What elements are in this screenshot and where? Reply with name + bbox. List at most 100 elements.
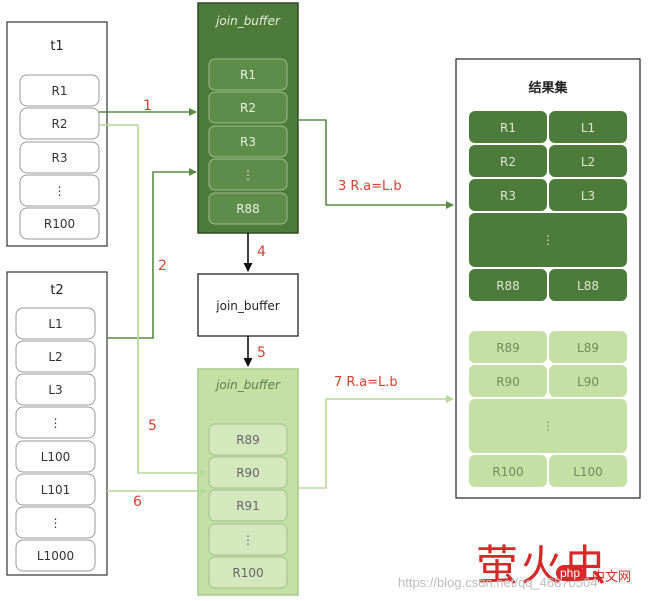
- result-dark-left: R1: [500, 121, 516, 135]
- watermark-php-badge: php: [556, 565, 585, 581]
- t2-row: L1: [15, 307, 96, 340]
- table-t1: t1 R1 R2 R3 ⋮ R100: [6, 21, 108, 247]
- step-label-2: 2: [158, 258, 167, 274]
- result-dark-right: L1: [581, 121, 595, 135]
- t1-row: R2: [19, 107, 100, 140]
- join-buffer-light-row-label: R90: [236, 466, 260, 480]
- join-buffer-light-row-label: R89: [236, 433, 260, 447]
- result-cell: [549, 145, 627, 177]
- t2-row-label: L2: [48, 350, 62, 364]
- join-buffer-light-row: R90: [208, 456, 288, 489]
- t1-row: R1: [19, 74, 100, 107]
- result-cell: [549, 365, 627, 397]
- arrow-step-7: [298, 395, 454, 489]
- result-cell: [469, 179, 547, 211]
- result-dark-right: L3: [581, 189, 595, 203]
- join-buffer-light-row: R91: [208, 489, 288, 522]
- join-buffer-light-title: join_buffer: [214, 378, 281, 392]
- result-cell-merged: [469, 213, 627, 267]
- t2-row-label: L101: [41, 483, 71, 497]
- join-buffer-dark-row: R88: [208, 192, 288, 225]
- t2-row: L1000: [15, 539, 96, 572]
- join-buffer-cleared-title: join_buffer: [215, 299, 279, 313]
- t2-row: ⋮: [15, 406, 96, 439]
- join-buffer-light-row-label: R100: [232, 566, 263, 580]
- result-cell: [469, 111, 547, 143]
- join-buffer-light-row-label: ⋮: [242, 533, 254, 547]
- arrow-step-5-light: [99, 124, 208, 477]
- result-dark-left: R3: [500, 189, 516, 203]
- table-t2: t2 L1 L2 L3 ⋮ L100 L101 ⋮: [6, 271, 108, 576]
- result-dark-ellipsis: ⋮: [542, 233, 554, 247]
- join-buffer-light-row: ⋮: [208, 523, 288, 556]
- join-buffer-light-row-label: R91: [236, 499, 260, 513]
- join-buffer-cleared-frame: [197, 273, 299, 337]
- result-light-left: R89: [496, 341, 520, 355]
- t1-row-label: R3: [52, 151, 68, 165]
- result-cell: [549, 455, 627, 487]
- join-buffer-light: join_buffer R89 R90 R91 ⋮ R100: [197, 368, 299, 596]
- step-label-3: 3 R.a=L.b: [338, 179, 402, 194]
- t2-row: L100: [15, 440, 96, 473]
- join-buffer-dark-row-label: R1: [240, 68, 256, 82]
- t2-row-label: L1: [48, 317, 62, 331]
- result-cell: [469, 331, 547, 363]
- result-dark-right: L2: [581, 155, 595, 169]
- join-buffer-dark-row-label: R3: [240, 135, 256, 149]
- join-buffer-dark-title: join_buffer: [214, 14, 281, 28]
- result-light-block: R89 L89 R90 L90 ⋮ R100 L100: [469, 331, 627, 487]
- t2-row: ⋮: [15, 506, 96, 539]
- result-set: 结果集 R1 L1 R2 L2 R3 L3 ⋮ R88 L88: [455, 58, 641, 499]
- result-cell: [549, 331, 627, 363]
- t2-row-label: ⋮: [50, 516, 62, 530]
- join-buffer-dark-row: R3: [208, 125, 288, 158]
- result-light-right: L90: [577, 375, 599, 389]
- result-cell: [549, 111, 627, 143]
- t1-row: ⋮: [19, 174, 100, 207]
- join-buffer-dark-row-label: R2: [240, 101, 256, 115]
- result-light-right: L89: [577, 341, 599, 355]
- step-label-5: 5: [257, 345, 266, 361]
- t2-row: L2: [15, 340, 96, 373]
- join-buffer-dark-row-label: ⋮: [242, 168, 254, 182]
- t2-row: L101: [15, 473, 96, 506]
- result-dark-block: R1 L1 R2 L2 R3 L3 ⋮ R88 L88: [469, 111, 627, 301]
- step-label-4: 4: [257, 244, 266, 260]
- result-light-left: R90: [496, 375, 520, 389]
- result-dark-left: R88: [496, 279, 520, 293]
- join-buffer-dark-row-label: R88: [236, 202, 260, 216]
- join-buffer-dark-row: R1: [208, 58, 288, 91]
- step-label-7: 7 R.a=L.b: [334, 375, 398, 390]
- t1-row: R3: [19, 141, 100, 174]
- step-label-5-light: 5: [148, 418, 157, 434]
- step-label-6: 6: [133, 494, 142, 510]
- result-cell: [469, 269, 547, 301]
- watermark-url: https://blog.csdn.net/qq_46870504: [398, 575, 598, 590]
- result-cell: [469, 365, 547, 397]
- result-dark-left: R2: [500, 155, 516, 169]
- t1-row: R100: [19, 207, 100, 240]
- t2-row-label: ⋮: [50, 416, 62, 430]
- table-t2-title: t2: [50, 283, 63, 298]
- t1-row-label: ⋮: [54, 184, 66, 198]
- step-label-1: 1: [143, 98, 152, 114]
- t2-row-label: L100: [41, 450, 71, 464]
- result-light-ellipsis: ⋮: [542, 419, 554, 433]
- t1-row-label: R100: [44, 217, 75, 231]
- join-buffer-dark-row: R2: [208, 91, 288, 124]
- join-buffer-light-row: R100: [208, 556, 288, 589]
- watermark-brand: 萤火虫: [476, 541, 609, 590]
- arrow-step-2: [107, 168, 197, 339]
- t2-row-label: L1000: [37, 549, 74, 563]
- join-buffer-dark: join_buffer R1 R2 R3 ⋮ R88: [197, 2, 299, 234]
- arrow-step-3: [298, 119, 454, 209]
- watermark-site-name: 中文网: [592, 570, 632, 585]
- result-cell: [549, 179, 627, 211]
- table-t1-title: t1: [50, 39, 63, 54]
- result-cell: [469, 455, 547, 487]
- result-set-title: 结果集: [528, 80, 568, 96]
- join-buffer-dark-row: ⋮: [208, 158, 288, 191]
- t2-row-label: L3: [48, 383, 62, 397]
- result-cell-merged: [469, 399, 627, 453]
- t1-row-label: R1: [52, 84, 68, 98]
